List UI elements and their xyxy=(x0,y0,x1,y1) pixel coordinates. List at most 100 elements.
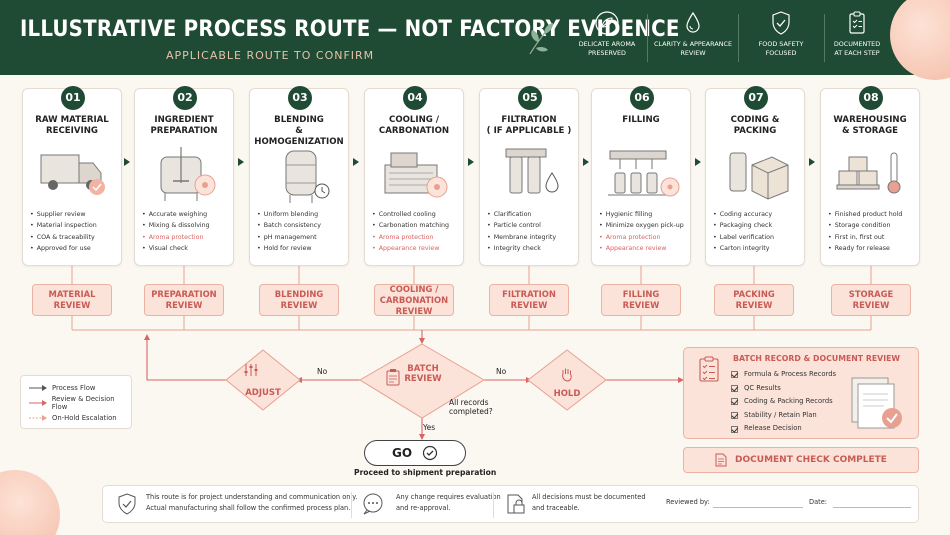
review-box-blending[interactable]: BLENDING REVIEW xyxy=(259,284,339,316)
step-item: Material inspection xyxy=(30,220,122,231)
go-button[interactable]: GO xyxy=(364,440,466,466)
step-card-08[interactable]: 08 WAREHOUSING & STORAGE Finished produc… xyxy=(820,86,920,266)
document-item[interactable]: Release Decision xyxy=(731,422,836,436)
review-box-filtration[interactable]: FILTRATION REVIEW xyxy=(489,284,569,316)
page-title: ILLUSTRATIVE PROCESS ROUTE — NOT FACTORY… xyxy=(20,17,680,42)
step-card-07[interactable]: 07 CODING & PACKING Coding accuracy Pack… xyxy=(705,86,805,266)
reviewed-by-line[interactable] xyxy=(713,507,803,508)
adjust-node[interactable]: ADJUST xyxy=(245,388,281,398)
step-item: Uniform blending xyxy=(257,209,349,220)
badge-label: DOCUMENTED AT EACH STEP xyxy=(833,40,881,57)
step-checklist: Hygienic filling Minimize oxygen pick-up… xyxy=(599,209,691,254)
pallet-thermometer-icon xyxy=(836,152,901,194)
step-checklist: Clarification Particle control Membrane … xyxy=(487,209,579,254)
review-box-preparation[interactable]: PREPARATION REVIEW xyxy=(144,284,224,316)
step-item: Mixing & dissolving xyxy=(142,220,234,231)
step-item: Packaging check xyxy=(713,220,805,231)
process-arrow-icon xyxy=(583,158,589,166)
checkbox-icon xyxy=(731,384,738,392)
step-item: Ready for release xyxy=(828,243,920,254)
step-number: 08 xyxy=(859,86,883,110)
badge-food-safety: FOOD SAFETY FOCUSED xyxy=(741,10,821,68)
step-item: Carton integrity xyxy=(713,243,805,254)
lock-document-icon xyxy=(507,494,525,514)
badge-label: CLARITY & APPEARANCE REVIEW xyxy=(653,40,733,57)
review-box-cooling[interactable]: COOLING / CARBONATION REVIEW xyxy=(374,284,454,316)
step-item: Minimize oxygen pick-up xyxy=(599,220,691,231)
review-flow-arrow-icon xyxy=(29,400,47,406)
step-number: 07 xyxy=(744,86,768,110)
shield-check-icon xyxy=(772,11,790,35)
no-label-left: No xyxy=(317,367,328,376)
filling-machine-icon xyxy=(608,150,680,197)
step-item: Aroma protection xyxy=(599,232,691,243)
step-title: WAREHOUSING & STORAGE xyxy=(833,115,907,136)
document-item[interactable]: Formula & Process Records xyxy=(731,368,836,382)
filter-icon xyxy=(505,148,559,194)
step-item: First in, first out xyxy=(828,232,920,243)
step-checklist: Uniform blending Batch consistency pH ma… xyxy=(257,209,349,254)
step-item: Supplier review xyxy=(30,209,122,220)
step-number: 02 xyxy=(173,86,197,110)
step-item: Visual check xyxy=(142,243,234,254)
document-review-panel: BATCH RECORD & DOCUMENT REVIEW Formula &… xyxy=(683,347,919,439)
step-card-04[interactable]: 04 COOLING / CARBONATION Controlled cool… xyxy=(364,86,464,266)
document-item[interactable]: Stability / Retain Plan xyxy=(731,409,836,423)
records-question: All records completed? xyxy=(449,398,493,416)
legend-label: On-Hold Escalation xyxy=(52,414,117,422)
badge-clarity: CLARITY & APPEARANCE REVIEW xyxy=(653,10,733,68)
step-title: FILLING xyxy=(622,115,660,125)
date-line[interactable] xyxy=(833,507,911,508)
document-item[interactable]: QC Results xyxy=(731,382,836,396)
document-icon xyxy=(715,453,727,467)
step-item: Appearance review xyxy=(599,243,691,254)
check-circle-icon xyxy=(422,445,438,461)
step-number: 04 xyxy=(403,86,427,110)
step-title: COOLING / CARBONATION xyxy=(378,115,450,136)
step-card-05[interactable]: 05 FILTRATION ( IF APPLICABLE ) Clarific… xyxy=(479,86,579,266)
footer-divider xyxy=(493,492,494,518)
step-checklist: Controlled cooling Carbonation matching … xyxy=(372,209,464,254)
step-card-06[interactable]: 06 FILLING Hygienic filling Minimize oxy… xyxy=(591,86,691,266)
step-item: Hygienic filling xyxy=(599,209,691,220)
document-complete-label: DOCUMENT CHECK COMPLETE xyxy=(735,455,887,465)
step-title: CODING & PACKING xyxy=(730,115,780,136)
date-label: Date: xyxy=(809,498,827,506)
shield-check-icon xyxy=(118,493,136,515)
process-arrow-icon xyxy=(695,158,701,166)
clipboard-checklist-icon xyxy=(699,356,719,382)
step-item: Accurate weighing xyxy=(142,209,234,220)
review-box-storage[interactable]: STORAGE REVIEW xyxy=(831,284,911,316)
step-item: Coding accuracy xyxy=(713,209,805,220)
leaf-circle-icon xyxy=(595,11,619,35)
hold-node[interactable]: HOLD xyxy=(553,389,581,399)
step-item: pH management xyxy=(257,232,349,243)
review-box-filling[interactable]: FILLING REVIEW xyxy=(601,284,681,316)
batch-review-node[interactable]: BATCH REVIEW xyxy=(404,364,442,384)
step-item: Carbonation matching xyxy=(372,220,464,231)
hand-stop-icon xyxy=(562,368,572,382)
step-card-02[interactable]: 02 INGREDIENT PREPARATION Accurate weigh… xyxy=(134,86,234,266)
badge-aroma: DELICATE AROMA PRESERVED xyxy=(567,10,647,68)
badge-label: FOOD SAFETY FOCUSED xyxy=(758,40,804,57)
document-item-label: Stability / Retain Plan xyxy=(744,410,817,419)
checkbox-icon xyxy=(731,398,738,406)
document-item-label: Release Decision xyxy=(744,424,802,433)
footer-note-change: Any change requires evaluation and re-ap… xyxy=(396,493,501,512)
step-card-01[interactable]: 01 RAW MATERIAL RECEIVING Supplier revie… xyxy=(22,86,122,266)
document-item[interactable]: Coding & Packing Records xyxy=(731,395,836,409)
step-item: Integrity check xyxy=(487,243,579,254)
step-item: Controlled cooling xyxy=(372,209,464,220)
step-title: FILTRATION ( IF APPLICABLE ) xyxy=(486,115,572,136)
process-arrow-icon xyxy=(468,158,474,166)
footer-divider xyxy=(351,492,352,518)
step-card-03[interactable]: 03 BLENDING & HOMOGENIZATION Uniform ble… xyxy=(249,86,349,266)
review-box-packing[interactable]: PACKING REVIEW xyxy=(714,284,794,316)
sliders-icon xyxy=(244,364,258,376)
document-check-complete[interactable]: DOCUMENT CHECK COMPLETE xyxy=(683,447,919,473)
step-item: Appearance review xyxy=(372,243,464,254)
droplet-icon xyxy=(686,11,700,33)
step-item: Aroma protection xyxy=(142,232,234,243)
document-approved-icon xyxy=(851,377,902,429)
review-box-material[interactable]: MATERIAL REVIEW xyxy=(32,284,112,316)
